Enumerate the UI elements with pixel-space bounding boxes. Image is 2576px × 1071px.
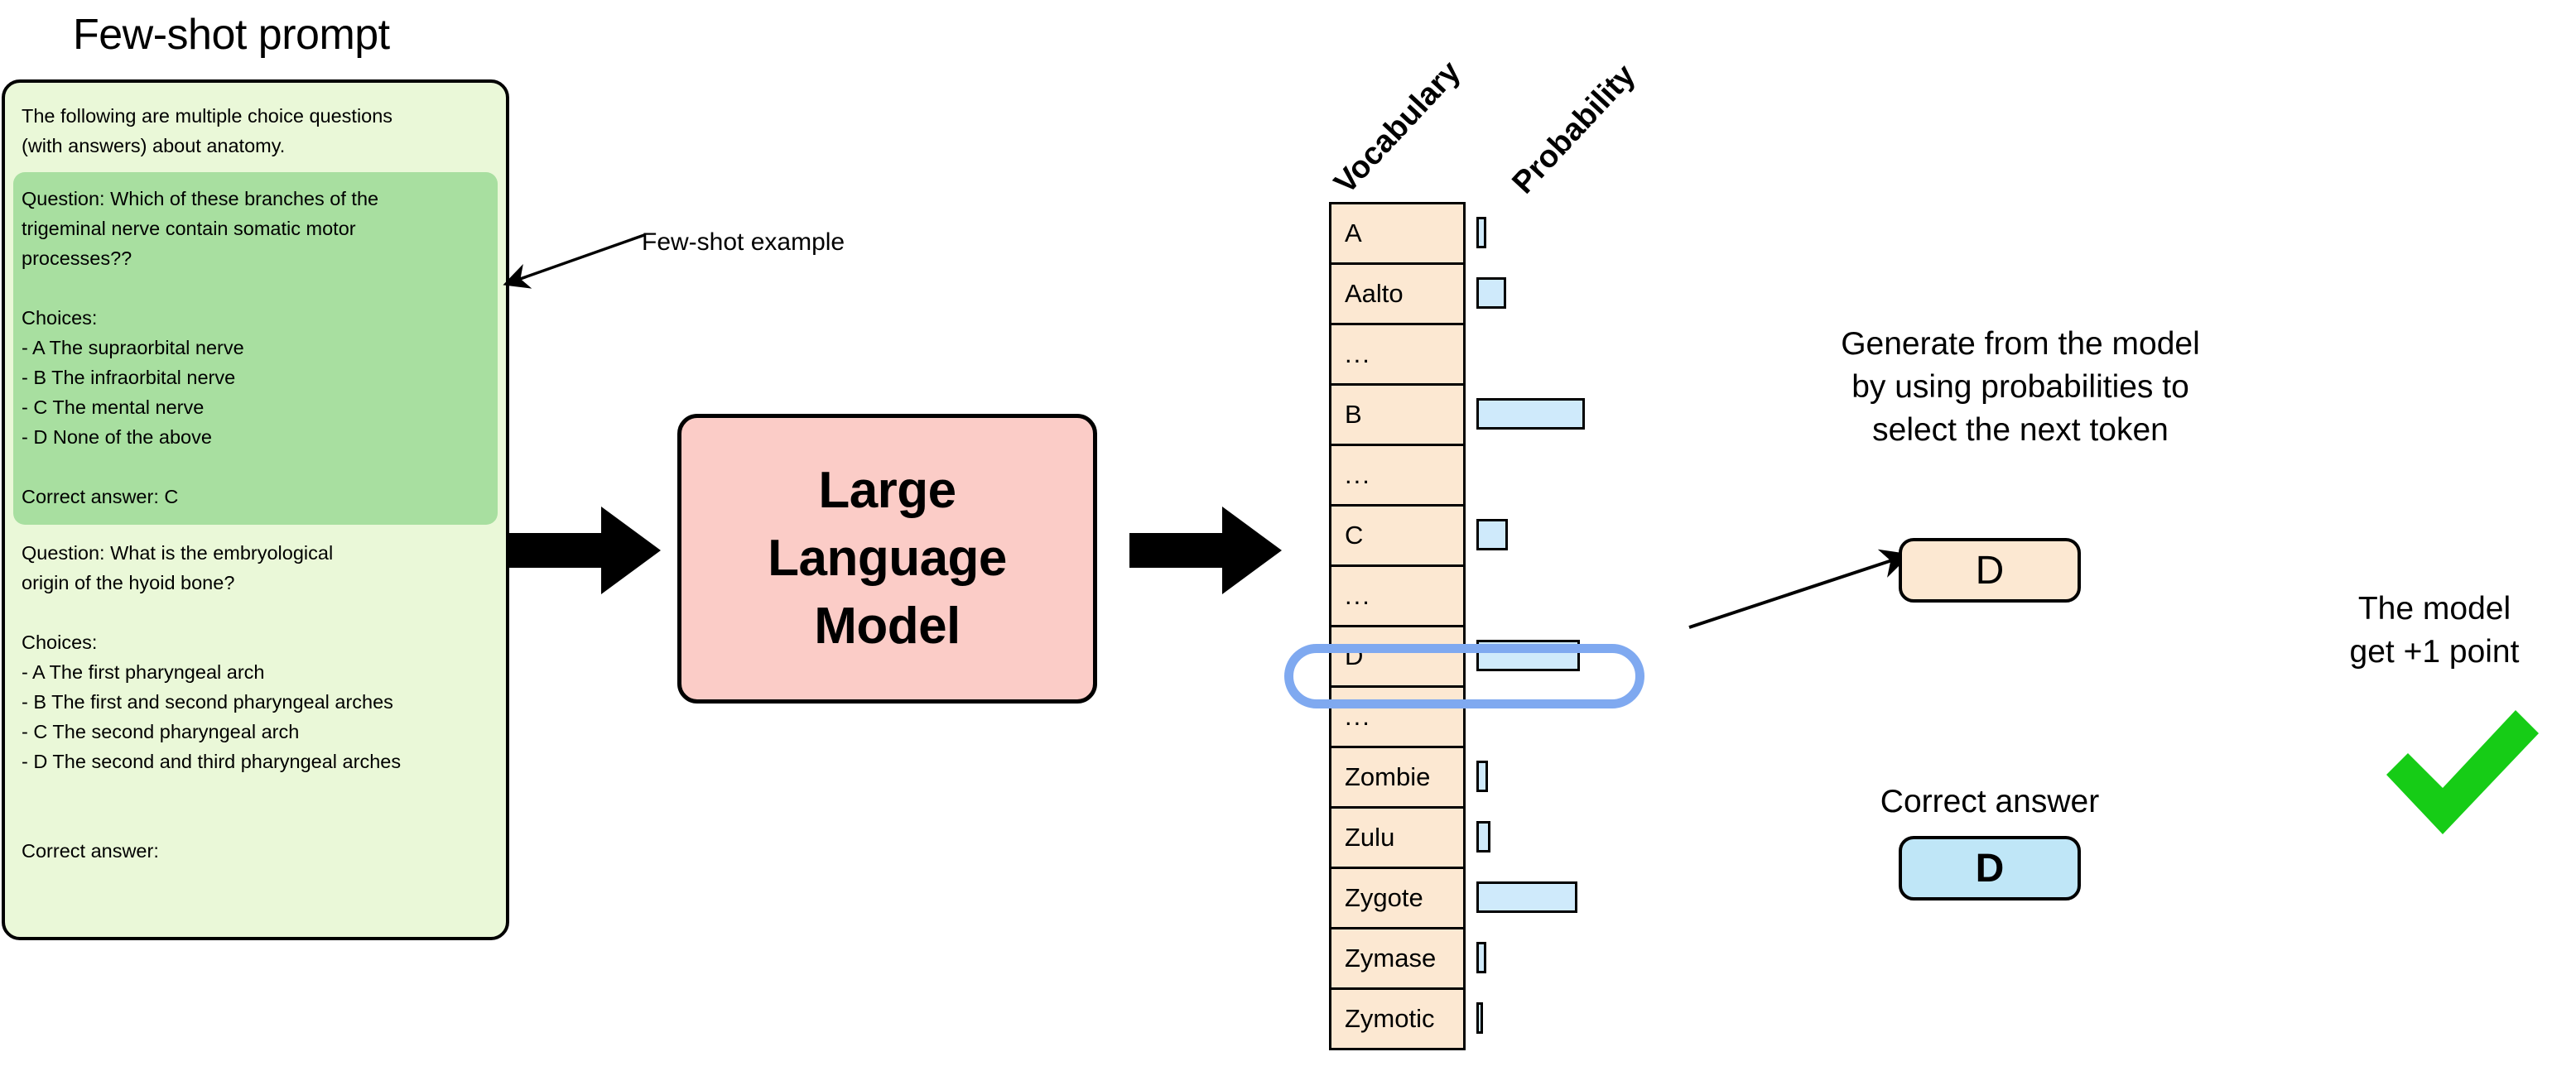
vocab-row-b[interactable]: B [1331,386,1463,446]
vocab-row-ellipsis-6[interactable]: ... [1331,567,1463,627]
probability-bar-zymotic [1476,1001,1483,1034]
probability-bar-slot-2 [1476,323,1741,383]
vocab-row-ellipsis-2[interactable]: ... [1331,325,1463,386]
probability-bar-slot-4 [1476,444,1741,504]
vocab-row-ellipsis-4[interactable]: ... [1331,446,1463,507]
probability-bar-chart [1476,202,1741,1048]
probability-bar-c [1476,518,1508,550]
check-icon [2386,710,2539,834]
probability-bar-slot-3 [1476,383,1741,444]
page-title: Few-shot prompt [73,11,390,59]
correct-answer-box: D [1899,836,2081,901]
column-header-vocabulary: Vocabulary [1327,54,1468,201]
selected-token-to-output-arrow [1688,549,1911,629]
probability-bar-slot-8 [1476,685,1741,746]
vocab-row-aalto[interactable]: Aalto [1331,265,1463,325]
probability-bar-zymase [1476,941,1486,973]
probability-bar-slot-12 [1476,927,1741,987]
vocab-row-ellipsis-8[interactable]: ... [1331,688,1463,748]
vocab-row-a[interactable]: A [1331,204,1463,265]
correct-answer-label: Correct answer [1880,784,2100,819]
vocab-row-zymase[interactable]: Zymase [1331,929,1463,990]
vocab-row-c[interactable]: C [1331,507,1463,567]
llm-label-line-1: Large [818,462,956,519]
probability-bar-zombie [1476,760,1488,792]
generate-from-model-note: Generate from the model by using probabi… [1841,326,2200,448]
llm-label-line-3: Model [814,598,961,655]
probability-bar-d [1476,639,1580,671]
vocab-row-zombie[interactable]: Zombie [1331,748,1463,809]
probability-bar-zygote [1476,881,1577,913]
vocab-row-zulu[interactable]: Zulu [1331,809,1463,869]
llm-label-line-2: Language [768,530,1007,587]
final-question-text: Question: What is the embryological orig… [22,542,402,862]
probability-bar-slot-1 [1476,262,1741,323]
few-shot-example-pointer-arrow [503,233,645,289]
probability-bar-b [1476,397,1585,430]
probability-bar-slot-0 [1476,202,1741,262]
arrow-right-icon [508,507,661,594]
few-shot-prompt-box: The following are multiple choice questi… [2,79,509,940]
vocab-row-zygote[interactable]: Zygote [1331,869,1463,929]
vocab-row-d[interactable]: D [1331,627,1463,688]
few-shot-example-block: Question: Which of these branches of the… [13,172,498,525]
large-language-model-box: Large Language Model [677,414,1097,704]
probability-bar-aalto [1476,276,1506,309]
probability-bar-slot-10 [1476,806,1741,867]
final-question-block: Question: What is the embryological orig… [22,538,489,866]
column-header-probability: Probability [1505,58,1643,201]
vocab-table-headers: Vocabulary Probability [1325,0,1755,207]
generated-token-box: D [1899,538,2081,603]
probability-bar-a [1476,216,1486,248]
probability-bar-slot-11 [1476,867,1741,927]
probability-bar-zulu [1476,820,1490,852]
prompt-intro-text: The following are multiple choice questi… [22,105,393,156]
score-note: The model get +1 point [2349,591,2520,670]
few-shot-example-text: Question: Which of these branches of the… [22,188,379,507]
arrow-right-icon [1129,507,1282,594]
vocab-row-zymotic[interactable]: Zymotic [1331,990,1463,1050]
probability-bar-slot-13 [1476,987,1741,1048]
probability-bar-slot-9 [1476,746,1741,806]
few-shot-example-annotation-label: Few-shot example [642,228,845,256]
probability-bar-slot-5 [1476,504,1741,564]
